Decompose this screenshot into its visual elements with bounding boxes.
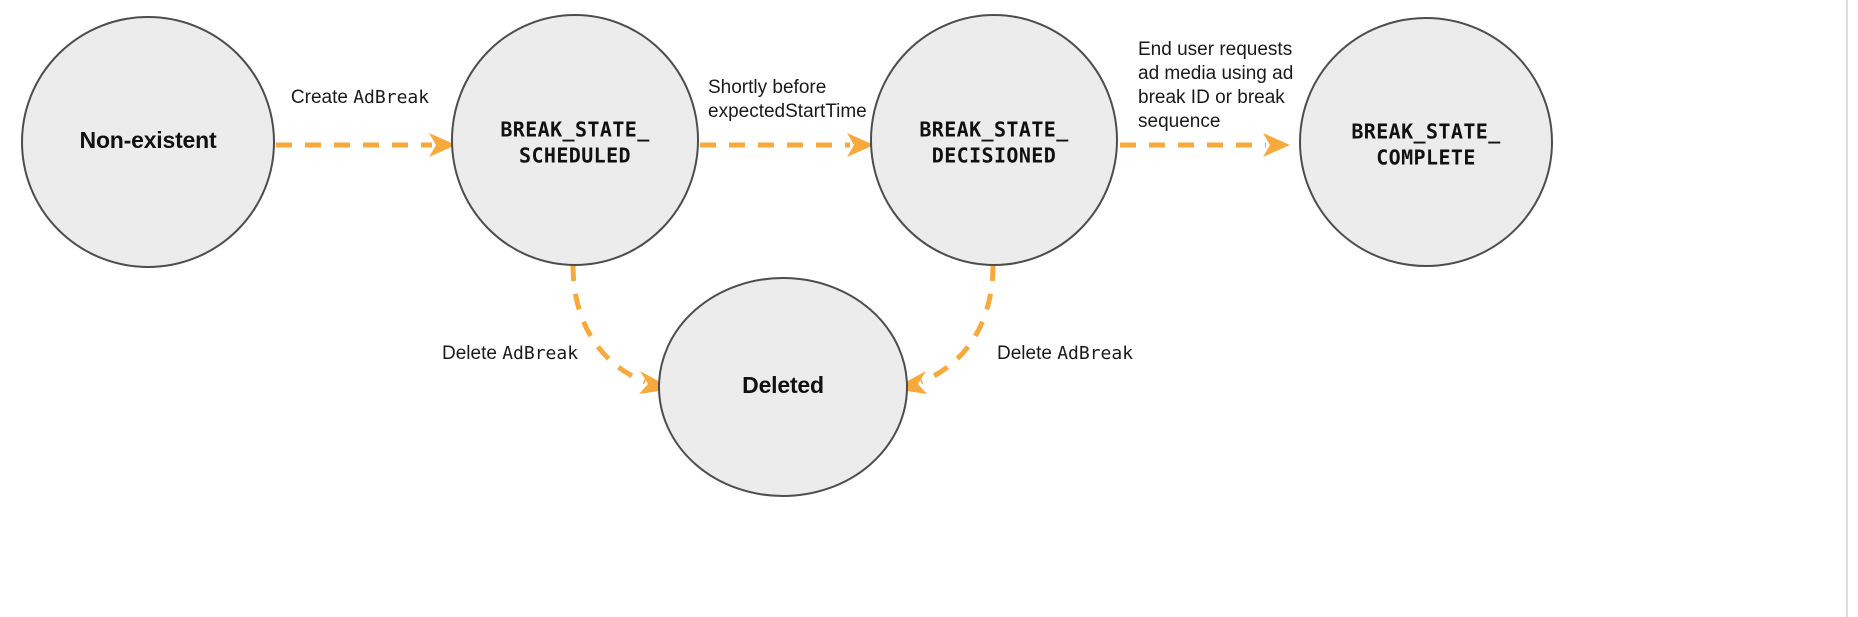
node-deleted[interactable]: Deleted xyxy=(658,277,908,497)
edge-end-user-requests-ad-media xyxy=(1120,133,1290,157)
node-label-line-2: COMPLETE xyxy=(1376,146,1476,170)
edge-label-delete-adbreak-from-decisioned: Delete AdBreak xyxy=(997,343,1133,364)
svg-text:Delete AdBreak: Delete AdBreak xyxy=(442,343,578,364)
edge-label-end-user-requests-ad-media: End user requests ad media using ad brea… xyxy=(1138,39,1293,132)
node-break-state-decisioned[interactable]: BREAK_STATE_ DECISIONED xyxy=(870,14,1118,266)
node-non-existent[interactable]: Non-existent xyxy=(21,16,275,268)
edge-line xyxy=(570,264,646,385)
node-shape xyxy=(451,14,699,266)
edge-label-delete-adbreak-from-scheduled: Delete AdBreak xyxy=(442,343,578,364)
edge-label-part-code: AdBreak xyxy=(353,87,429,108)
node-label-line-1: BREAK_STATE_ xyxy=(919,118,1069,142)
edge-shortly-before-expected-start-time xyxy=(700,133,874,157)
edge-delete-adbreak-from-scheduled xyxy=(570,264,673,394)
edge-label-part-text: Delete xyxy=(442,343,502,364)
edge-create-adbreak xyxy=(276,133,456,157)
edge-label-line-1: Shortly before xyxy=(708,77,826,98)
edge-label-line-2: expectedStartTime xyxy=(708,101,867,122)
edge-label-part-code: AdBreak xyxy=(502,343,578,364)
node-break-state-complete[interactable]: BREAK_STATE_ COMPLETE xyxy=(1299,17,1553,267)
edge-label-part-text: Create xyxy=(291,87,353,108)
edge-label-create-adbreak: Create AdBreak xyxy=(291,87,429,108)
node-label: Non-existent xyxy=(80,127,217,153)
node-shape xyxy=(1299,17,1553,267)
edge-delete-adbreak-from-decisioned xyxy=(893,264,996,394)
svg-text:Create AdBreak: Create AdBreak xyxy=(291,87,429,108)
edge-line xyxy=(920,264,996,385)
node-break-state-scheduled[interactable]: BREAK_STATE_ SCHEDULED xyxy=(451,14,699,266)
node-label-line-1: BREAK_STATE_ xyxy=(500,118,650,142)
node-shape xyxy=(870,14,1118,266)
node-label-line-2: DECISIONED xyxy=(932,144,1056,168)
edge-label-line-2: ad media using ad xyxy=(1138,63,1293,84)
arrowhead-icon xyxy=(429,133,456,157)
arrowhead-icon xyxy=(1263,133,1290,157)
svg-text:Delete AdBreak: Delete AdBreak xyxy=(997,343,1133,364)
edge-label-line-1: End user requests xyxy=(1138,39,1292,60)
node-label-line-1: BREAK_STATE_ xyxy=(1351,120,1501,144)
node-shape xyxy=(658,277,908,497)
node-label: Deleted xyxy=(742,372,824,398)
arrowhead-icon xyxy=(847,133,874,157)
edge-label-part-text: Delete xyxy=(997,343,1057,364)
node-label-line-2: SCHEDULED xyxy=(519,144,631,168)
edge-label-line-4: sequence xyxy=(1138,111,1220,132)
edge-label-part-code: AdBreak xyxy=(1057,343,1133,364)
node-shape xyxy=(21,16,275,268)
edge-label-line-3: break ID or break xyxy=(1138,87,1285,108)
edge-label-shortly-before-expected-start-time: Shortly before expectedStartTime xyxy=(708,77,867,122)
